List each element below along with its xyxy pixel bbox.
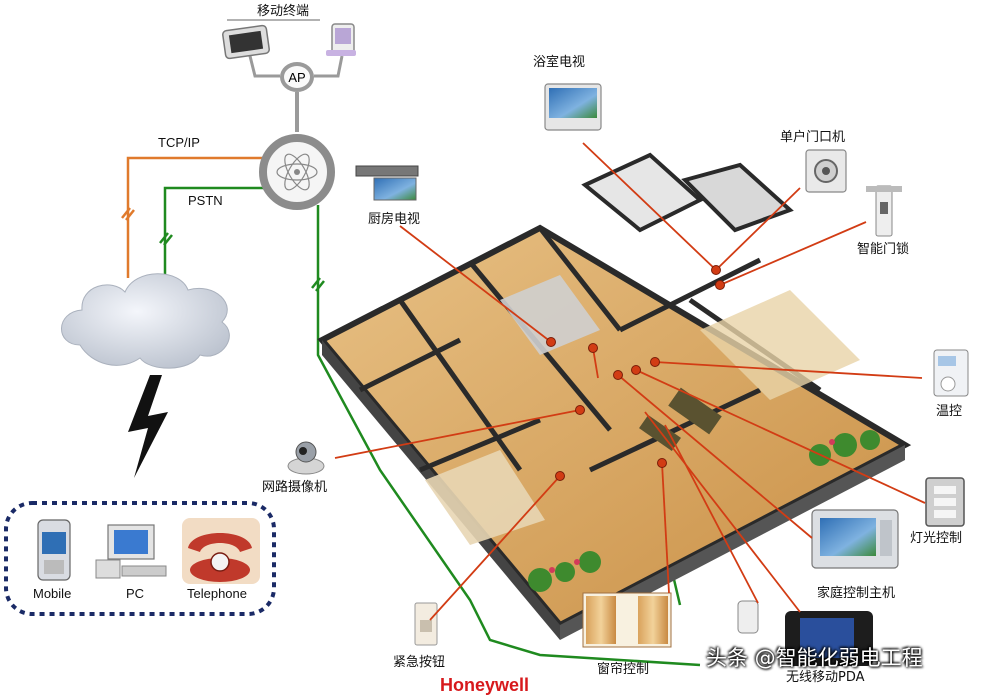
device-location-dots bbox=[546, 265, 725, 481]
home-controller-label: 家庭控制主机 bbox=[817, 586, 896, 601]
bathroom-tv-label: 浴室电视 bbox=[533, 55, 586, 70]
tcp-ip-line bbox=[121, 156, 265, 278]
telephone-label: Telephone bbox=[187, 586, 247, 601]
tcp-ip-label: TCP/IP bbox=[158, 135, 200, 150]
watermark-text: 头条 @智能化弱电工程 bbox=[706, 646, 923, 670]
emergency-button-label: 紧急按钮 bbox=[393, 655, 446, 670]
mobile-label: Mobile bbox=[33, 586, 72, 601]
network-hub bbox=[259, 134, 335, 210]
honeywell-logo: Honeywell bbox=[440, 675, 530, 695]
tablet-terminal-icon bbox=[222, 24, 270, 60]
door-intercom-icon bbox=[805, 149, 847, 193]
thermostat-icon bbox=[933, 349, 969, 397]
mobile-phone-icon bbox=[37, 519, 71, 581]
pc-icon bbox=[95, 524, 167, 579]
mobile-terminal-label: 移动终端 bbox=[257, 4, 310, 19]
lighting-control-label: 灯光控制 bbox=[910, 531, 963, 546]
smart-lock-label: 智能门锁 bbox=[857, 242, 910, 257]
pstn-label: PSTN bbox=[188, 193, 223, 208]
ip-camera-icon bbox=[287, 441, 325, 475]
terminal-link-left bbox=[248, 55, 280, 78]
emergency-button-icon bbox=[414, 602, 438, 646]
ip-camera-label: 网路摄像机 bbox=[262, 480, 328, 495]
kitchen-tv-label: 厨房电视 bbox=[368, 212, 421, 227]
smart-lock-icon bbox=[866, 185, 902, 237]
wireless-pda-icon bbox=[785, 611, 873, 666]
ap-node: AP bbox=[280, 62, 314, 92]
remote-devices-box bbox=[4, 501, 276, 616]
pstn-line bbox=[159, 186, 270, 278]
lightning-icon bbox=[128, 375, 168, 478]
wireless-pda-label: 无线移动PDA bbox=[786, 670, 865, 685]
door-intercom-label: 单户门口机 bbox=[780, 130, 846, 145]
curtain-control-icon bbox=[582, 592, 672, 648]
pc-label: PC bbox=[126, 586, 145, 601]
thermostat-label: 温控 bbox=[936, 404, 963, 419]
telephone-icon bbox=[182, 518, 260, 584]
internet-cloud-icon bbox=[61, 273, 230, 369]
pointer-lines bbox=[334, 142, 926, 621]
home-controller-icon bbox=[811, 509, 899, 569]
kitchen-tv-icon bbox=[355, 165, 419, 201]
bathroom-tv-icon bbox=[544, 83, 602, 131]
sensor-icon bbox=[737, 600, 759, 634]
curtain-control-label: 窗帘控制 bbox=[597, 662, 650, 677]
phone-terminal-icon bbox=[326, 23, 356, 56]
lighting-control-icon bbox=[925, 477, 965, 527]
terminal-link-right bbox=[314, 55, 344, 78]
house-floorplan bbox=[317, 152, 912, 640]
